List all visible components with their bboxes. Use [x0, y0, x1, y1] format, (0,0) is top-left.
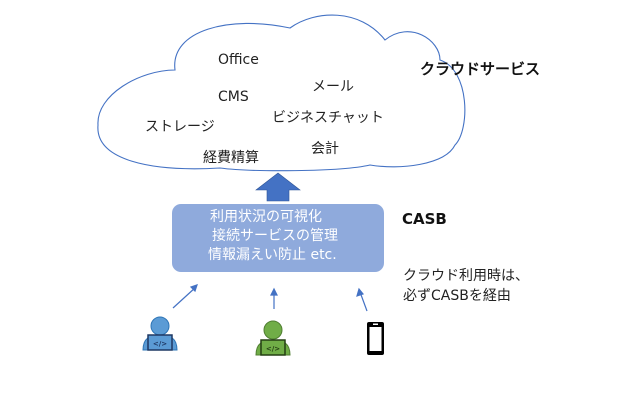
svg-text:</>: </> [266, 345, 280, 353]
service-office: Office [218, 52, 259, 68]
service-expense: 経費精算 [203, 150, 259, 166]
service-cms: CMS [218, 89, 249, 105]
arrow-head-2 [270, 287, 278, 296]
casb-function-dlp: 情報漏えい防止 etc. [208, 247, 337, 263]
developer-blue-icon: </> [142, 316, 178, 351]
service-business-chat: ビジネスチャット [272, 110, 384, 126]
casb-function-connection-management: 接続サービスの管理 [212, 228, 338, 244]
casb-label: CASB [402, 210, 447, 228]
note-text: クラウド利用時は、 必ずCASBを経由 [403, 266, 529, 306]
casb-function-box: 利用状況の可視化 接続サービスの管理 情報漏えい防止 etc. [172, 204, 384, 272]
arrow-head-3 [356, 287, 365, 297]
service-mail: メール [312, 79, 354, 95]
service-storage: ストレージ [145, 119, 215, 135]
casb-function-visibility: 利用状況の可視化 [210, 209, 322, 225]
note-line-2: 必ずCASBを経由 [403, 288, 511, 304]
note-line-1: クラウド利用時は、 [403, 268, 529, 284]
smartphone-icon [367, 322, 384, 355]
service-accounting: 会計 [311, 141, 339, 157]
arrow-head-1 [189, 284, 198, 293]
arrow-line-1 [172, 286, 197, 309]
developer-green-icon: </> [255, 320, 291, 356]
cloud-services-title: クラウドサービス [420, 60, 541, 78]
svg-text:</>: </> [153, 340, 167, 348]
up-arrow [255, 172, 301, 202]
